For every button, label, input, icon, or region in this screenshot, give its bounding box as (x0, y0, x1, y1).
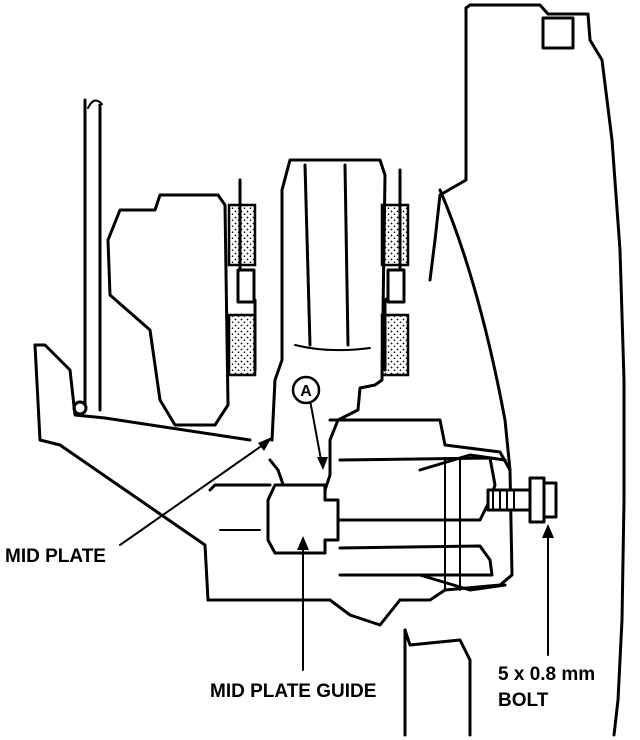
bolt-shaft (486, 488, 532, 512)
brake-disc (268, 158, 387, 492)
pad-inner-bottom (227, 313, 257, 377)
mid-plate-guide-part (266, 483, 340, 555)
bolt-size-label: 5 x 0.8 mm (498, 664, 595, 685)
bolt-arrowhead (542, 524, 554, 538)
pad-clip-left (236, 268, 256, 304)
bolt-label: BOLT (498, 690, 549, 711)
callout-a-arrowhead (317, 457, 328, 470)
callout-a-letter: A (300, 383, 312, 400)
leader-lines (119, 399, 554, 671)
pad-inner-top (227, 203, 257, 267)
callout-a: A (291, 375, 321, 405)
caliper-bracket (206, 483, 472, 737)
mid-plate-leader (119, 439, 271, 546)
mid-plate-assembly (266, 418, 558, 602)
brake-pads (227, 168, 410, 377)
mid-plate-label: MID PLATE (5, 546, 106, 567)
callout-a-leader (309, 399, 323, 466)
mid-plate-guide-label: MID PLATE GUIDE (210, 681, 376, 702)
pad-outer-top (380, 203, 410, 267)
guide-rods (72, 98, 103, 416)
steering-knuckle (428, 3, 626, 737)
bolt-head (528, 476, 546, 524)
pad-clip-right (386, 268, 406, 304)
mid-plate-arrowhead (258, 437, 272, 451)
caliper-body-left (33, 193, 252, 602)
bolt-head-cap (542, 481, 558, 519)
knuckle-tab (541, 16, 575, 50)
guide-arrowhead (297, 536, 309, 550)
